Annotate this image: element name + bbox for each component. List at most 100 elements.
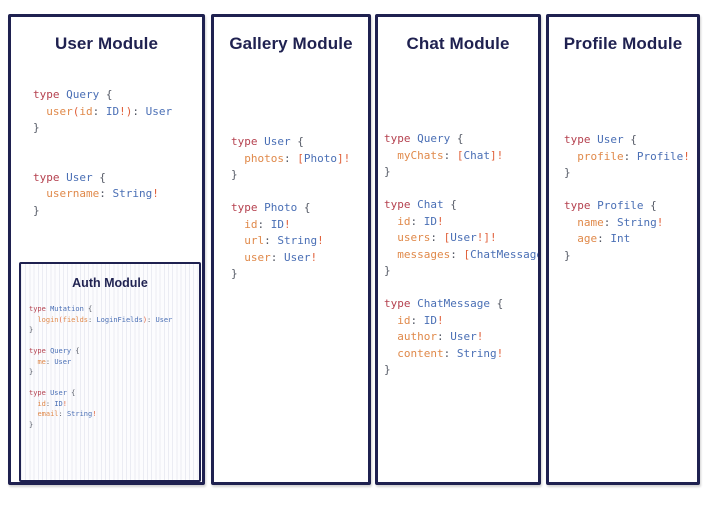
- code-token: !: [656, 215, 664, 229]
- code-token: :: [132, 104, 146, 118]
- code-token: type: [33, 170, 67, 184]
- code-token: !: [437, 313, 444, 327]
- code-token: [: [463, 247, 471, 261]
- code-token: !: [683, 149, 690, 163]
- code-token: !: [343, 151, 351, 165]
- code-token: ): [125, 104, 133, 118]
- code-token: username: [46, 187, 100, 200]
- code-token: Query: [66, 88, 100, 101]
- code-token: :: [257, 217, 271, 231]
- code-token: ChatMessage: [417, 297, 490, 310]
- code-token: me: [37, 357, 46, 366]
- code-token: :: [45, 399, 55, 408]
- code-token: login: [37, 315, 59, 324]
- code-token: type: [29, 347, 51, 355]
- code-token: [384, 330, 397, 343]
- code-token: email: [37, 410, 59, 418]
- module-title-auth: Auth Module: [72, 276, 148, 290]
- code-token: {: [83, 305, 93, 313]
- code-token: [231, 234, 244, 247]
- code-token: {: [92, 170, 106, 184]
- module-card-gallery[interactable]: Gallery Module type User { photos: [Phot…: [211, 14, 371, 485]
- code-token: (: [58, 315, 63, 324]
- module-card-profile[interactable]: Profile Module type User { profile: Prof…: [546, 14, 700, 485]
- code-token: id: [397, 313, 411, 327]
- code-token: type: [33, 88, 67, 101]
- code-token: myChats: [397, 148, 444, 162]
- code-token: !: [119, 104, 126, 118]
- code-token: String: [617, 215, 657, 229]
- code-token: LoginFields: [96, 315, 143, 324]
- code-token: id: [244, 217, 258, 231]
- code-token: User: [450, 231, 477, 244]
- code-token: }: [384, 165, 391, 178]
- code-token: [384, 149, 397, 162]
- code-token: Query: [417, 132, 451, 145]
- code-token: type: [231, 201, 265, 214]
- code-token: author: [397, 330, 437, 343]
- module-title-user: User Module: [54, 34, 159, 53]
- code-token: ]: [489, 148, 497, 162]
- code-token: }: [564, 166, 571, 179]
- code-token: ID: [105, 104, 120, 118]
- code-token: :: [99, 187, 113, 200]
- code-token: type: [231, 135, 265, 148]
- code-token: ID: [423, 214, 437, 228]
- code-token: String: [112, 187, 153, 200]
- code-token: :: [147, 315, 156, 324]
- code-token: !: [152, 187, 159, 200]
- module-card-chat[interactable]: Chat Module type Query { myChats: [Chat]…: [375, 14, 541, 485]
- code-token: !: [437, 214, 444, 228]
- code-token: type: [564, 133, 598, 146]
- code-token: [384, 248, 397, 261]
- code-token: [: [456, 148, 464, 162]
- module-title-chat: Chat Module: [406, 34, 510, 53]
- code-token: ]: [483, 231, 490, 244]
- code-token: :: [92, 104, 106, 118]
- code-token: User: [450, 330, 477, 343]
- code-token: fields: [62, 315, 89, 324]
- code-token: :: [450, 247, 464, 261]
- code-token: }: [29, 326, 34, 334]
- code-token: :: [45, 357, 55, 366]
- code-token: {: [643, 199, 657, 212]
- code-token: Chat: [417, 198, 444, 211]
- code-token: type: [384, 132, 418, 145]
- module-card-user[interactable]: User Module type Query { user(id: ID!): …: [8, 14, 205, 485]
- schema-code-profile: type User { profile: Profile! } type Pro…: [564, 132, 690, 264]
- code-token: type: [29, 305, 51, 313]
- code-token: !: [496, 148, 504, 162]
- code-token: :: [58, 410, 67, 418]
- code-token: profile: [577, 149, 624, 163]
- code-token: User: [155, 315, 173, 324]
- code-token: [33, 105, 46, 118]
- code-token: !: [490, 231, 497, 244]
- code-token: url: [244, 234, 265, 247]
- module-card-auth[interactable]: Auth Module type Mutation { login(fields…: [19, 262, 201, 482]
- code-token: [231, 218, 244, 231]
- schema-code-user: type Query { user(id: ID!): User } type …: [33, 87, 172, 219]
- code-token: type: [384, 198, 418, 211]
- code-token: :: [88, 315, 97, 324]
- code-token: !: [317, 234, 324, 247]
- code-token: [384, 314, 397, 327]
- code-token: Photo: [264, 201, 298, 214]
- code-token: user: [244, 250, 271, 264]
- code-token: type: [384, 297, 418, 310]
- code-token: !: [284, 217, 291, 231]
- code-token: {: [66, 389, 76, 397]
- code-token: type: [564, 199, 598, 212]
- code-token: {: [623, 133, 637, 146]
- code-token: String: [66, 410, 93, 418]
- code-token: ): [142, 315, 148, 324]
- code-token: Mutation: [50, 305, 84, 313]
- code-token: [33, 187, 46, 200]
- code-token: !: [476, 330, 484, 343]
- code-token: [: [443, 231, 451, 244]
- code-token: :: [623, 149, 637, 163]
- code-token: ]: [337, 151, 344, 165]
- code-token: :: [270, 250, 284, 264]
- code-token: }: [384, 363, 391, 376]
- schema-code-chat: type Query { myChats: [Chat]! } type Cha…: [384, 131, 538, 379]
